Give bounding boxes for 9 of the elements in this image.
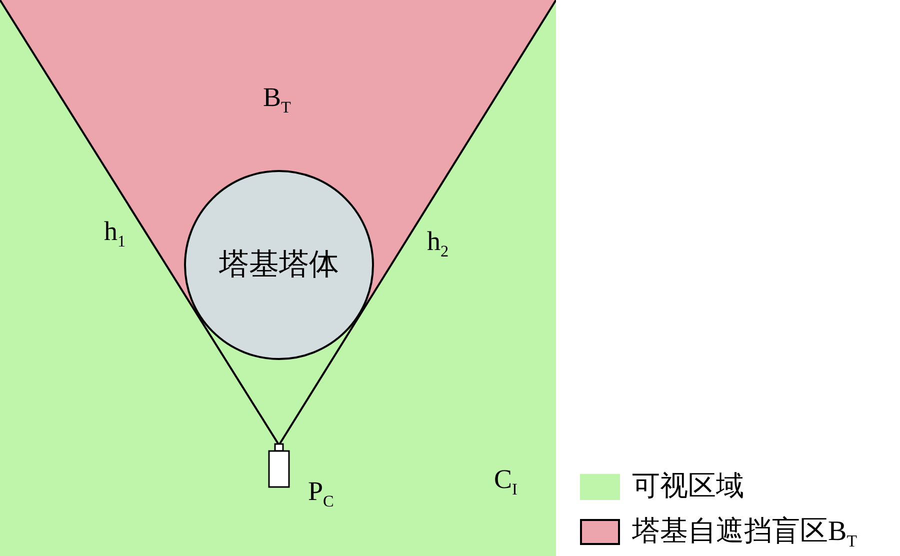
- zone-label: B$_{T}$: [262, 84, 291, 116]
- sight-line-label: h$_{2}$: [427, 228, 449, 260]
- legend-label: 可视区域: [632, 473, 744, 501]
- camera-label: P$_{C}$: [308, 478, 334, 510]
- zone-label: C$_{I}$: [494, 466, 518, 498]
- sight-line-label: h$_{1}$: [104, 218, 126, 250]
- tower-label: 塔基塔体: [218, 250, 339, 280]
- legend-label: 塔基自遮挡盲区B$_{T}$: [632, 518, 857, 550]
- visible-area: [0, 0, 556, 556]
